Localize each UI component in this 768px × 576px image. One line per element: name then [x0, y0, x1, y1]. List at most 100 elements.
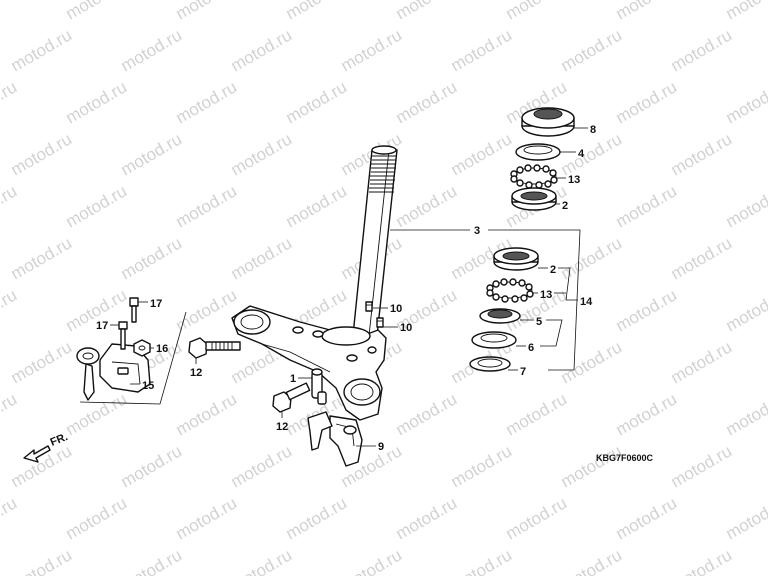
- outer-race-2-upper[interactable]: [511, 187, 557, 211]
- ignition-switch-15[interactable]: [76, 343, 151, 401]
- watermark-text-7: motod.ru: [723, 0, 768, 23]
- callout-1: 1: [290, 373, 296, 385]
- watermark-text-91: motod.ru: [338, 545, 406, 576]
- watermark-text-9: motod.ru: [118, 25, 186, 75]
- screw-17-upper[interactable]: [129, 297, 139, 323]
- switch-group-bracket: [79, 311, 187, 405]
- callout-6: 6: [528, 342, 534, 354]
- watermark-text-86: motod.ru: [613, 493, 681, 543]
- watermark-text-77: motod.ru: [558, 441, 626, 491]
- steel-ball-13-upper[interactable]: [510, 164, 558, 189]
- steel-ball-13-lower[interactable]: [486, 278, 534, 303]
- watermark-text-50: motod.ru: [173, 285, 241, 335]
- watermark-text-19: motod.ru: [283, 77, 351, 127]
- watermark-text-17: motod.ru: [63, 77, 131, 127]
- watermark-text-20: motod.ru: [393, 77, 461, 127]
- watermark-text-74: motod.ru: [228, 441, 296, 491]
- watermark-text-48: motod.ru: [0, 285, 20, 335]
- watermark-text-78: motod.ru: [668, 441, 736, 491]
- watermark-text-92: motod.ru: [448, 545, 516, 576]
- callout-15: 15: [142, 380, 154, 392]
- watermark-text-70: motod.ru: [613, 389, 681, 439]
- watermark-text-38: motod.ru: [613, 181, 681, 231]
- dust-seal-6[interactable]: [471, 331, 517, 349]
- callout-2-lower: 2: [550, 264, 556, 276]
- watermark-text-14: motod.ru: [668, 25, 736, 75]
- bolt-10-upper[interactable]: [365, 301, 373, 312]
- watermark-text-90: motod.ru: [228, 545, 296, 576]
- watermark-text-32: motod.ru: [0, 181, 20, 231]
- watermark-text-85: motod.ru: [503, 493, 571, 543]
- callout-14: 14: [580, 296, 593, 308]
- watermark-text-23: motod.ru: [723, 77, 768, 127]
- watermark-text-33: motod.ru: [63, 181, 131, 231]
- flange-bolt-12-upper[interactable]: [188, 337, 241, 359]
- dust-seal-7[interactable]: [469, 356, 511, 372]
- bolt-10-lower[interactable]: [376, 317, 384, 328]
- callout-12-lower: 12: [276, 421, 288, 433]
- nut-16[interactable]: [133, 339, 151, 357]
- watermark-text-39: motod.ru: [723, 181, 768, 231]
- watermark-text-28: motod.ru: [448, 129, 516, 179]
- watermark-text-69: motod.ru: [503, 389, 571, 439]
- watermark-text-66: motod.ru: [173, 389, 241, 439]
- watermark-text-35: motod.ru: [283, 181, 351, 231]
- leader-lines: [110, 127, 588, 447]
- watermark-text-87: motod.ru: [723, 493, 768, 543]
- watermark-text-76: motod.ru: [448, 441, 516, 491]
- callout-13-upper: 13: [568, 174, 580, 186]
- watermark-text-82: motod.ru: [173, 493, 241, 543]
- inner-race-4[interactable]: [515, 143, 561, 161]
- watermark-text-88: motod.ru: [8, 545, 76, 576]
- watermark-text-71: motod.ru: [723, 389, 768, 439]
- watermark-text-16: motod.ru: [0, 77, 20, 127]
- watermark-text-6: motod.ru: [613, 0, 681, 23]
- watermark-text-68: motod.ru: [393, 389, 461, 439]
- watermark-text-11: motod.ru: [338, 25, 406, 75]
- watermark-text-22: motod.ru: [613, 77, 681, 127]
- callout-17-lower: 17: [96, 320, 108, 332]
- outer-race-2-lower[interactable]: [493, 247, 539, 271]
- inner-race-5[interactable]: [479, 308, 521, 324]
- watermark-text-42: motod.ru: [228, 233, 296, 283]
- watermark-text-83: motod.ru: [283, 493, 351, 543]
- flange-bolt-12-lower[interactable]: [272, 382, 311, 413]
- watermark-text-73: motod.ru: [118, 441, 186, 491]
- callout-16: 16: [156, 343, 168, 355]
- watermark-text-84: motod.ru: [393, 493, 461, 543]
- watermark-text-89: motod.ru: [118, 545, 186, 576]
- callout-7: 7: [520, 366, 526, 378]
- watermark-text-18: motod.ru: [173, 77, 241, 127]
- watermark-text-36: motod.ru: [393, 181, 461, 231]
- callout-10-upper: 10: [390, 303, 402, 315]
- watermark-text-54: motod.ru: [613, 285, 681, 335]
- callout-12-upper: 12: [190, 367, 202, 379]
- watermark-text-45: motod.ru: [558, 233, 626, 283]
- callout-9: 9: [378, 441, 384, 453]
- watermark-text-8: motod.ru: [8, 25, 76, 75]
- callout-2-upper: 2: [562, 200, 568, 212]
- watermark-text-62: motod.ru: [668, 337, 736, 387]
- bottom-bridge[interactable]: [231, 305, 387, 421]
- key-cylinder-1[interactable]: [311, 368, 327, 405]
- watermark-text-34: motod.ru: [173, 181, 241, 231]
- steering-lock-9[interactable]: [307, 411, 363, 467]
- callout-5: 5: [536, 316, 542, 328]
- watermark-text-55: motod.ru: [723, 285, 768, 335]
- watermark-text-94: motod.ru: [668, 545, 736, 576]
- watermark-text-4: motod.ru: [393, 0, 461, 23]
- callout-labels: 8 4 13 2 3 2 13 14 5 6 7 10 10 1 12 12 9…: [96, 124, 596, 453]
- callout-13-lower: 13: [540, 289, 552, 301]
- watermark-text-30: motod.ru: [668, 129, 736, 179]
- adjusting-nut-8[interactable]: [521, 107, 575, 137]
- watermark-text-12: motod.ru: [448, 25, 516, 75]
- callout-17-upper: 17: [150, 298, 162, 310]
- watermark-text-2: motod.ru: [173, 0, 241, 23]
- watermark-text-0: motod.ru: [0, 0, 20, 23]
- callout-4: 4: [578, 148, 585, 160]
- screw-17-lower[interactable]: [118, 321, 128, 350]
- watermark-text-5: motod.ru: [503, 0, 571, 23]
